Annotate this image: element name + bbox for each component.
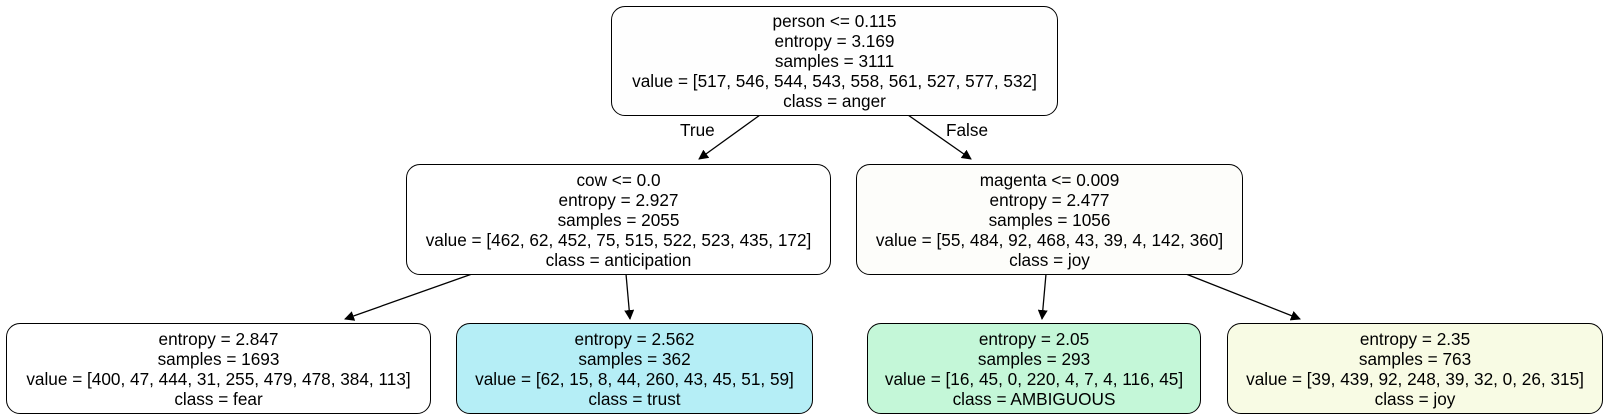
right-class: class = joy — [1009, 249, 1090, 270]
leaf3-entropy: entropy = 2.05 — [978, 328, 1090, 349]
edge-right-to-leaf3 — [1037, 273, 1048, 320]
leaf2-class: class = trust — [588, 388, 681, 409]
leaf2-entropy: entropy = 2.562 — [574, 328, 695, 349]
tree-leaf-ambiguous: entropy = 2.05 samples = 293 value = [16… — [867, 323, 1201, 414]
tree-node-root: person <= 0.115 entropy = 3.169 samples … — [611, 6, 1058, 116]
left-split-condition: cow <= 0.0 — [576, 169, 661, 190]
tree-leaf-trust: entropy = 2.562 samples = 362 value = [6… — [456, 323, 813, 414]
edge-root-to-left — [698, 114, 761, 160]
leaf3-class: class = AMBIGUOUS — [952, 388, 1116, 409]
leaf3-value: value = [16, 45, 0, 220, 4, 7, 4, 116, 4… — [884, 368, 1184, 389]
edge-right-to-leaf4 — [1185, 273, 1301, 321]
left-samples: samples = 2055 — [557, 209, 680, 230]
tree-node-left: cow <= 0.0 entropy = 2.927 samples = 205… — [406, 164, 831, 275]
leaf2-samples: samples = 362 — [578, 348, 691, 369]
left-class: class = anticipation — [545, 249, 692, 270]
root-class: class = anger — [783, 91, 886, 111]
left-value: value = [462, 62, 452, 75, 515, 522, 523… — [425, 229, 812, 250]
leaf4-entropy: entropy = 2.35 — [1359, 328, 1471, 349]
tree-node-right: magenta <= 0.009 entropy = 2.477 samples… — [856, 164, 1243, 275]
leaf4-samples: samples = 763 — [1358, 348, 1472, 369]
leaf4-class: class = joy — [1374, 388, 1456, 409]
leaf1-entropy: entropy = 2.847 — [158, 328, 279, 349]
leaf1-class: class = fear — [174, 388, 263, 409]
right-value: value = [55, 484, 92, 468, 43, 39, 4, 14… — [875, 229, 1224, 250]
tree-leaf-joy: entropy = 2.35 samples = 763 value = [39… — [1227, 323, 1603, 414]
right-split-condition: magenta <= 0.009 — [979, 169, 1120, 190]
edge-left-to-leaf1 — [344, 273, 473, 321]
root-entropy: entropy = 3.169 — [774, 31, 895, 51]
right-samples: samples = 1056 — [988, 209, 1111, 230]
leaf3-samples: samples = 293 — [977, 348, 1091, 369]
root-split-condition: person <= 0.115 — [772, 11, 897, 31]
leaf4-value: value = [39, 439, 92, 248, 39, 32, 0, 26… — [1246, 368, 1584, 389]
edge-root-to-right — [907, 114, 972, 160]
leaf1-value: value = [400, 47, 444, 31, 255, 479, 478… — [26, 368, 411, 389]
leaf1-samples: samples = 1693 — [157, 348, 280, 369]
tree-leaf-fear: entropy = 2.847 samples = 1693 value = [… — [6, 323, 431, 414]
edge-label-false: False — [946, 120, 989, 140]
root-samples: samples = 3111 — [774, 51, 895, 71]
edge-label-true: True — [680, 120, 715, 140]
right-entropy: entropy = 2.477 — [989, 189, 1110, 210]
root-value: value = [517, 546, 544, 543, 558, 561, 5… — [632, 71, 1037, 91]
edge-left-to-leaf2 — [624, 273, 635, 320]
left-entropy: entropy = 2.927 — [558, 189, 679, 210]
leaf2-value: value = [62, 15, 8, 44, 260, 43, 45, 51,… — [475, 368, 794, 389]
